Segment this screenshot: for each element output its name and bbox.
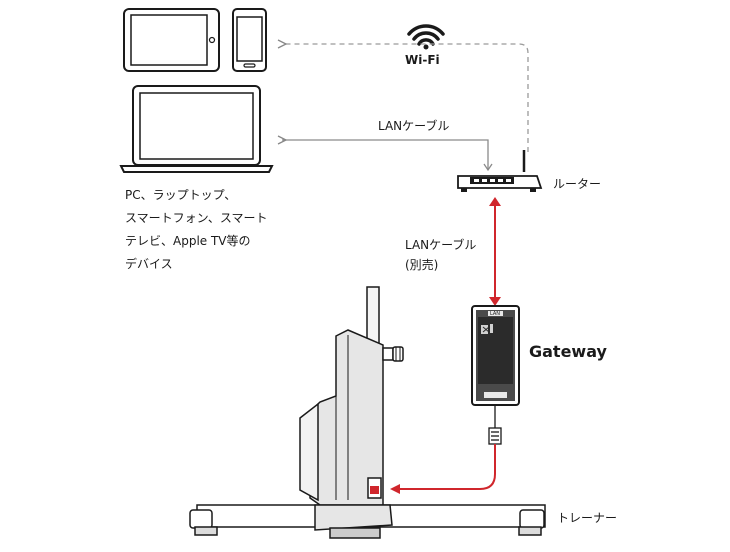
devices-line: テレビ、Apple TV等の [125,234,251,248]
phone-icon [232,8,267,72]
gateway-trainer-red-line [390,444,496,494]
tablet-icon [123,8,220,72]
devices-line: デバイス [125,257,173,271]
wifi-label: Wi-Fi [405,53,440,67]
gateway-top-label: LAN [490,311,500,317]
devices-description: PC、ラップトップ、 スマートフォン、スマート テレビ、Apple TV等の デ… [125,184,268,276]
gateway-connector [488,405,502,445]
gateway-label: Gateway [529,342,607,361]
wifi-dashed-line [282,44,529,152]
lan-cable-label-middle: LANケーブル [405,238,477,252]
router-icon [457,150,543,192]
lan-cable-label-top: LANケーブル [378,119,450,133]
devices-line: PC、ラップトップ、 [125,188,237,202]
devices-line: スマートフォン、スマート [125,211,268,225]
lan-cable-line-laptop [282,140,489,170]
trainer-label: トレーナー [557,511,618,525]
trainer-icon [189,286,546,539]
wifi-icon [407,24,445,50]
lan-cable-sold-separately-label: (別売) [405,258,439,272]
router-label: ルーター [553,177,602,191]
gateway-icon [471,305,520,406]
laptop-icon [119,85,274,173]
